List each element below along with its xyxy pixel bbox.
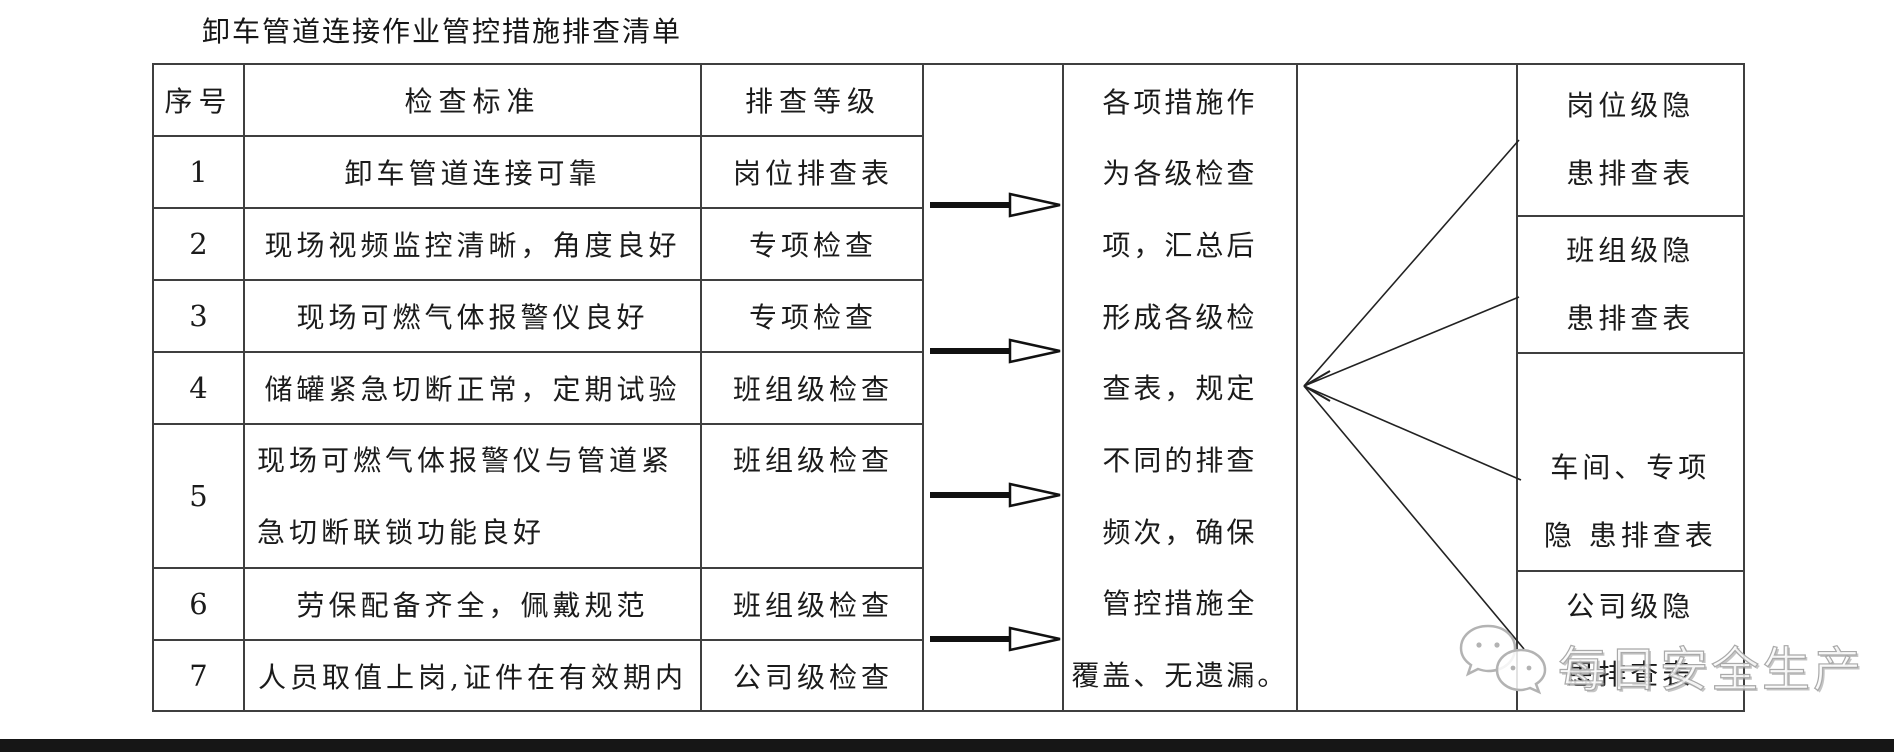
output-box-workshop-level: 车间、专项 隐 患排查表 — [1517, 354, 1743, 572]
row-no: 7 — [154, 641, 245, 710]
row-standard: 现场视频监控清晰，角度良好 — [245, 209, 702, 281]
column-header-level: 排查等级 — [702, 65, 924, 137]
arrow-gap-column — [924, 65, 1064, 710]
row-level: 专项检查 — [702, 209, 924, 281]
row-standard: 现场可燃气体报警仪与管道紧急切断联锁功能良好 — [245, 425, 702, 569]
checklist-table: 序号 检查标准 排查等级 1 卸车管道连接可靠 岗位排查表 2 现场视频监控清晰… — [154, 65, 924, 710]
output-box-line: 患排查表 — [1566, 301, 1695, 335]
output-box-line: 隐 患排查表 — [1543, 519, 1717, 552]
summary-line: 不同的排查 — [1102, 444, 1258, 478]
row-no: 5 — [154, 425, 245, 569]
row-no: 6 — [154, 569, 245, 641]
summary-line: 项，汇总后 — [1102, 229, 1258, 263]
output-box-line: 车间、专项 — [1550, 451, 1711, 484]
summary-line: 查表，规定 — [1102, 372, 1258, 406]
row-no: 2 — [154, 209, 245, 281]
wechat-icon — [1459, 624, 1547, 695]
output-box-line: 患排查表 — [1566, 658, 1695, 691]
row-level: 班组级检查 — [702, 353, 924, 425]
column-header-seq: 序号 — [154, 65, 245, 137]
output-box-company-level: 公司级隐 患排查表 — [1518, 572, 1743, 710]
checklist-diagram: 序号 检查标准 排查等级 1 卸车管道连接可靠 岗位排查表 2 现场视频监控清晰… — [152, 63, 1745, 712]
row-no: 3 — [154, 281, 245, 353]
column-header-standard: 检查标准 — [245, 65, 702, 137]
row-level: 专项检查 — [702, 281, 924, 353]
summary-line: 频次，确保 — [1102, 515, 1258, 549]
watermark-text: 每日安全生产 — [1557, 641, 1865, 698]
row-standard: 卸车管道连接可靠 — [245, 137, 702, 209]
row-standard: 人员取值上岗,证件在有效期内 — [245, 641, 702, 710]
output-box-team-level: 班组级隐 患排查表 — [1517, 217, 1743, 354]
output-box-line: 患排查表 — [1566, 157, 1695, 190]
page-title: 卸车管道连接作业管控措施排查清单 — [202, 15, 683, 48]
row-level: 班组级检查 — [702, 425, 924, 569]
output-box-line: 公司级隐 — [1566, 590, 1695, 623]
row-no: 1 — [154, 137, 245, 209]
output-box-line: 班组级隐 — [1566, 233, 1695, 267]
row-no: 4 — [154, 353, 245, 425]
summary-line: 覆盖、无遗漏。 — [1071, 659, 1289, 693]
output-box-post-level: 岗位级隐 患排查表 — [1517, 65, 1743, 217]
summary-line: 各项措施作 — [1102, 85, 1258, 119]
row-level: 班组级检查 — [702, 569, 924, 641]
row-level: 公司级检查 — [732, 660, 893, 694]
row-standard: 现场可燃气体报警仪良好 — [245, 281, 702, 353]
summary-box: 各项措施作 为各级检查 项，汇总后 形成各级检 查表，规定 不同的排查 频次，确… — [1064, 65, 1299, 710]
watermark: 每日安全生产 — [1458, 622, 1864, 708]
summary-line: 为各级检查 — [1102, 157, 1258, 191]
summary-line: 管控措施全 — [1102, 587, 1258, 621]
row-level: 岗位排查表 — [702, 137, 924, 209]
fan-gap-column — [1298, 65, 1518, 710]
output-forms-column: 岗位级隐 患排查表 班组级隐 患排查表 车间、专项 隐 患排查表 公司级隐 患排… — [1517, 65, 1743, 710]
bottom-bar — [0, 739, 1894, 752]
row-standard: 储罐紧急切断正常，定期试验 — [245, 353, 702, 425]
output-box-line: 岗位级隐 — [1566, 89, 1695, 122]
row-standard: 劳保配备齐全，佩戴规范 — [245, 569, 702, 641]
summary-line: 形成各级检 — [1102, 300, 1258, 334]
